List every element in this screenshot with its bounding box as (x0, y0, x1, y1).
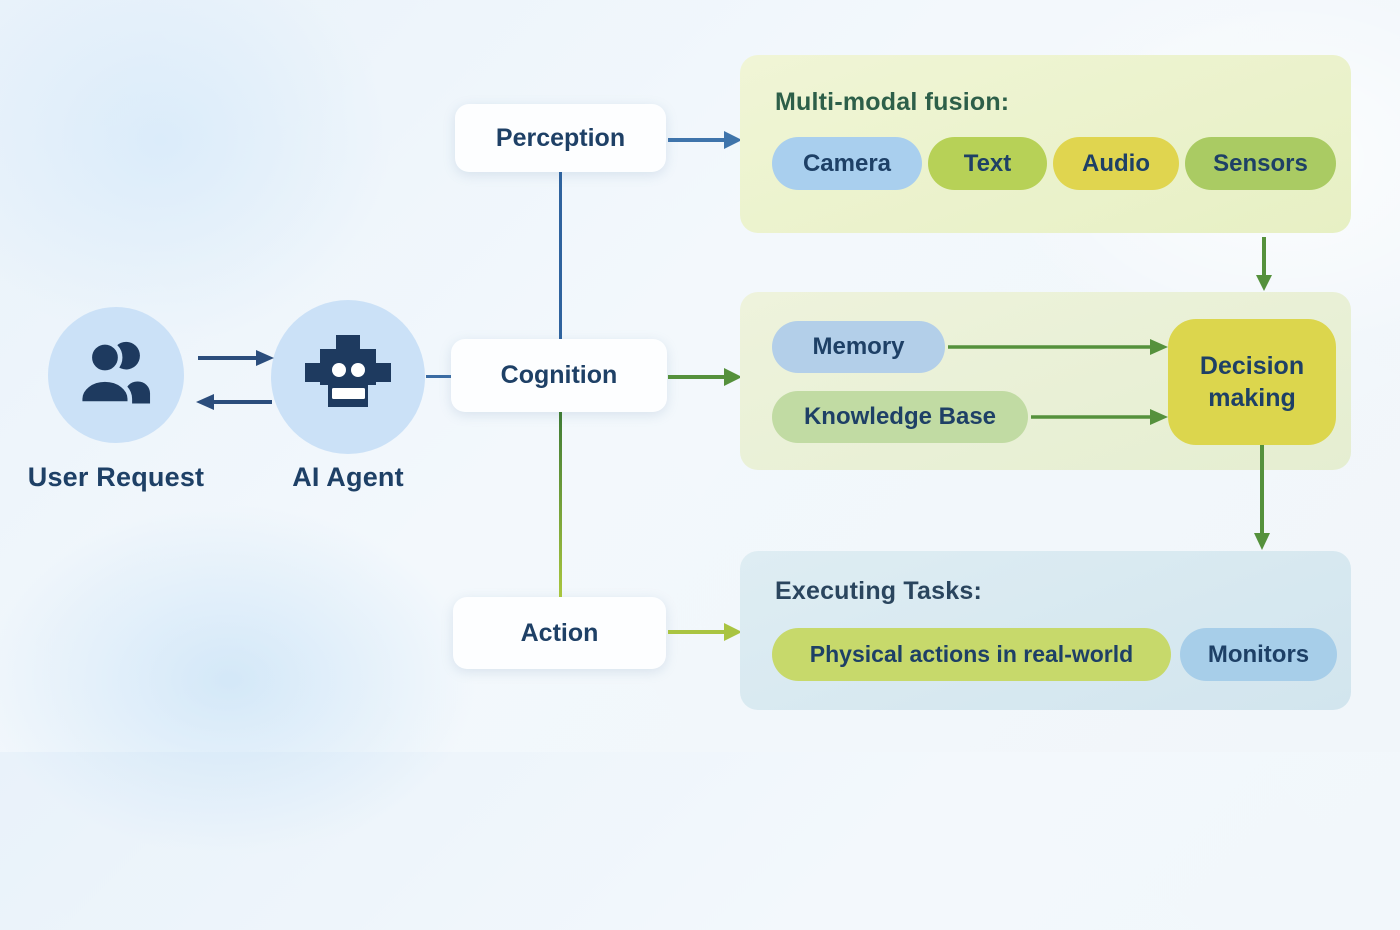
stage-action: Action (453, 597, 666, 669)
agent-to-user-arrow (196, 394, 272, 410)
robot-icon (305, 335, 391, 407)
stage-perception-label: Perception (495, 123, 626, 152)
users-icon (77, 340, 151, 406)
fusion-panel: Multi-modal fusion: Camera Text Audio Se… (740, 55, 1351, 233)
stage-perception: Perception (455, 104, 666, 172)
arrow-decision-to-action-panel (1254, 445, 1270, 550)
connector-perception-to-cognition (559, 172, 562, 339)
pill-audio: Audio (1053, 137, 1179, 190)
arrow-cognition-to-cognition-panel (668, 368, 742, 386)
user-request-label: User Request (27, 462, 205, 492)
arrow-memory-to-decision (948, 339, 1168, 355)
pill-monitors: Monitors (1180, 628, 1337, 681)
ai-agent-circle (271, 300, 425, 454)
arrow-perception-to-fusion-panel (668, 131, 742, 149)
connector-agent-to-cognition (426, 375, 452, 378)
cognition-panel: Memory Knowledge Base Decision making (740, 292, 1351, 470)
pill-text: Text (928, 137, 1047, 190)
action-panel: Executing Tasks: Physical actions in rea… (740, 551, 1351, 710)
stage-cognition-label: Cognition (500, 361, 618, 389)
arrow-knowledge-to-decision (1031, 409, 1168, 425)
fusion-panel-title: Multi-modal fusion: (775, 88, 1010, 116)
background-wash (0, 430, 580, 930)
user-request-circle (48, 307, 184, 443)
arrow-action-to-action-panel (668, 623, 742, 641)
pill-camera: Camera (772, 137, 922, 190)
ai-agent-label: AI Agent (292, 462, 404, 492)
user-to-agent-arrow (198, 350, 274, 366)
pill-memory: Memory (772, 321, 945, 373)
connector-cognition-to-action (559, 412, 562, 597)
arrow-sensors-to-cognition-panel (1256, 237, 1272, 291)
action-panel-title: Executing Tasks: (775, 577, 982, 605)
stage-action-label: Action (520, 618, 599, 647)
decision-making-box: Decision making (1168, 319, 1336, 445)
pill-knowledge-base: Knowledge Base (772, 391, 1028, 443)
stage-cognition: Cognition (451, 339, 667, 412)
pill-sensors: Sensors (1185, 137, 1336, 190)
pill-physical-actions: Physical actions in real-world (772, 628, 1171, 681)
